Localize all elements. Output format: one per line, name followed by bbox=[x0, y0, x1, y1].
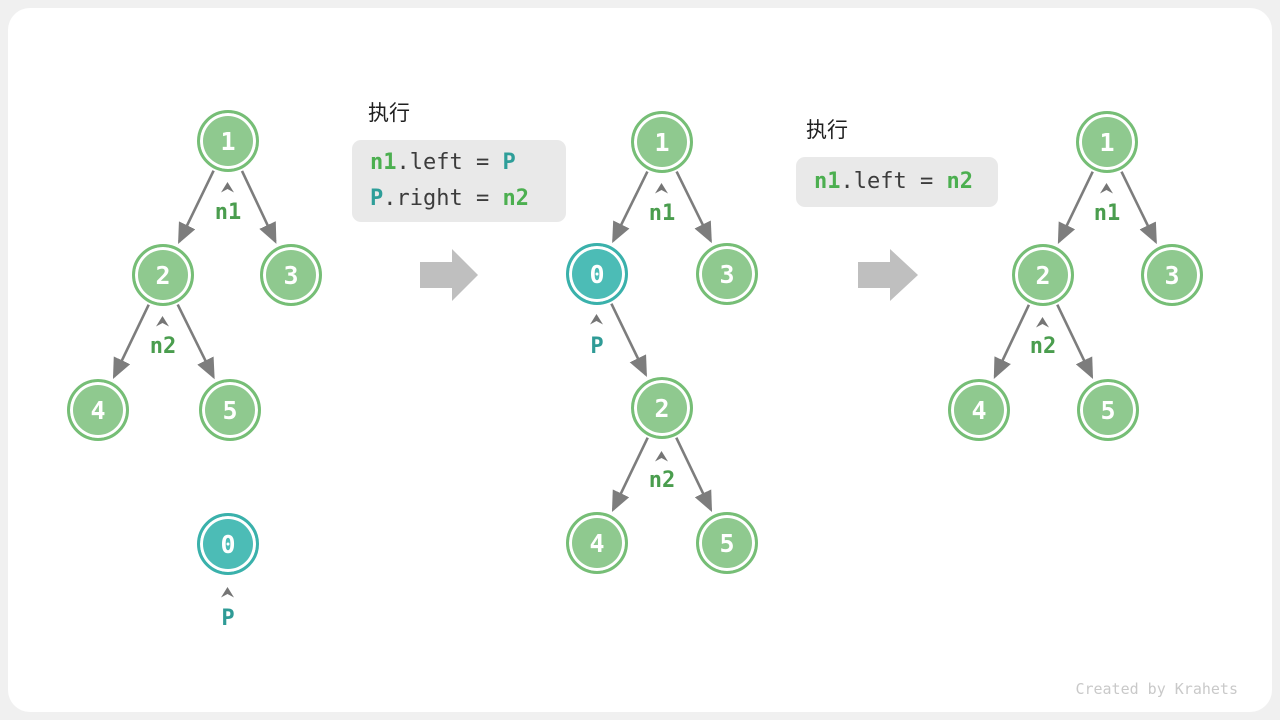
tree-edge bbox=[1057, 171, 1094, 245]
pointer-caret-icon bbox=[221, 180, 234, 193]
watermark: Created by Krahets bbox=[1075, 680, 1238, 698]
tree-edge bbox=[1120, 171, 1157, 245]
tree-edge bbox=[612, 171, 649, 244]
exec-label-2: 执行 bbox=[806, 119, 848, 142]
code-line: n1.left = P bbox=[370, 145, 566, 181]
tree-edge bbox=[610, 303, 647, 378]
tree3-pointer-n2: n2 bbox=[1029, 334, 1057, 359]
node-value: 5 bbox=[1100, 395, 1116, 425]
tree-edge bbox=[178, 170, 215, 245]
node-value: 3 bbox=[1164, 260, 1180, 290]
tree-edge bbox=[675, 437, 713, 513]
node-value: 1 bbox=[220, 126, 236, 156]
node-value: 3 bbox=[719, 259, 735, 289]
node-value: 2 bbox=[1035, 260, 1051, 290]
pointer-caret-icon bbox=[1036, 315, 1049, 328]
code-token-n2: n2 bbox=[502, 186, 529, 211]
tree2-node-3: 3 bbox=[696, 243, 758, 305]
tree-edge bbox=[112, 304, 150, 380]
pointer-caret-icon bbox=[156, 314, 169, 327]
code-token-p: P bbox=[502, 150, 516, 175]
code-block-1: n1.left = P P.right = n2 bbox=[352, 140, 566, 222]
pointer-caret-icon bbox=[655, 181, 668, 194]
node-value: 2 bbox=[654, 393, 670, 423]
node-value: 5 bbox=[222, 395, 238, 425]
tree2-pointer-n1: n1 bbox=[648, 201, 676, 226]
code-token-p: P bbox=[370, 186, 384, 211]
tree-edge bbox=[993, 304, 1031, 379]
tree2-pointer-p: P bbox=[590, 334, 604, 359]
pointer-caret-icon bbox=[1100, 181, 1113, 194]
tree-edges bbox=[112, 170, 1157, 513]
node-value: 3 bbox=[283, 260, 299, 290]
code-token-n1: n1 bbox=[370, 150, 397, 175]
node-value: 0 bbox=[220, 529, 236, 559]
step-arrow-icon bbox=[858, 249, 918, 301]
tree1-node-3: 3 bbox=[260, 244, 322, 306]
node-value: 4 bbox=[971, 395, 987, 425]
node-value: 0 bbox=[589, 259, 605, 289]
pointer-caret-icon bbox=[221, 585, 234, 598]
tree2-node-p: 0 bbox=[566, 243, 628, 305]
tree1-pointer-n1: n1 bbox=[214, 200, 242, 225]
code-line: P.right = n2 bbox=[370, 181, 566, 217]
node-value: 4 bbox=[589, 528, 605, 558]
tree1-node-2: 2 bbox=[132, 244, 194, 306]
node-value: 5 bbox=[719, 528, 735, 558]
tree1-node-1: 1 bbox=[197, 110, 259, 172]
step-arrow-icon bbox=[420, 249, 478, 301]
code-line: n1.left = n2 bbox=[814, 164, 998, 200]
tree3-node-3: 3 bbox=[1141, 244, 1203, 306]
tree-edge bbox=[675, 171, 712, 244]
node-value: 1 bbox=[654, 127, 670, 157]
tree-edge bbox=[611, 437, 649, 513]
node-value: 2 bbox=[155, 260, 171, 290]
tree-edge bbox=[176, 304, 215, 380]
tree-edge bbox=[1056, 304, 1094, 380]
tree1-node-4: 4 bbox=[67, 379, 129, 441]
tree3-pointer-n1: n1 bbox=[1093, 201, 1121, 226]
pointer-caret-icon bbox=[590, 312, 603, 325]
tree2-pointer-n2: n2 bbox=[648, 468, 676, 493]
tree3-node-5: 5 bbox=[1077, 379, 1139, 441]
tree2-node-2: 2 bbox=[631, 377, 693, 439]
tree1-pointer-p: P bbox=[221, 606, 235, 631]
tree2-node-4: 4 bbox=[566, 512, 628, 574]
code-token-n1: n1 bbox=[814, 169, 841, 194]
pointer-caret-icon bbox=[655, 449, 668, 462]
exec-label-1: 执行 bbox=[368, 102, 410, 125]
node-value: 4 bbox=[90, 395, 106, 425]
tree-edge bbox=[240, 170, 277, 244]
code-token: .left = bbox=[840, 169, 947, 194]
node-value: 1 bbox=[1099, 127, 1115, 157]
tree1-node-5: 5 bbox=[199, 379, 261, 441]
code-token: .right = bbox=[383, 186, 503, 211]
tree1-pointer-n2: n2 bbox=[149, 334, 177, 359]
tree2-node-1: 1 bbox=[631, 111, 693, 173]
code-token-n2: n2 bbox=[946, 169, 973, 194]
tree3-node-1: 1 bbox=[1076, 111, 1138, 173]
tree3-node-2: 2 bbox=[1012, 244, 1074, 306]
tree1-node-p: 0 bbox=[197, 513, 259, 575]
code-token: .left = bbox=[396, 150, 503, 175]
code-block-2: n1.left = n2 bbox=[796, 157, 998, 207]
tree3-node-4: 4 bbox=[948, 379, 1010, 441]
tree2-node-5: 5 bbox=[696, 512, 758, 574]
